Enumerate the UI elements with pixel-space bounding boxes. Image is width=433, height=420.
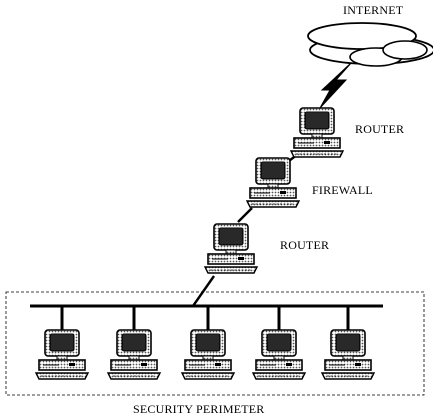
lan-host-1 <box>35 329 89 380</box>
firewall-computer <box>246 157 300 208</box>
security-perimeter-box <box>5 291 425 396</box>
link-router-bottom-to-bus <box>192 275 215 307</box>
label-router-bottom: ROUTER <box>280 238 329 252</box>
lightning-link <box>319 61 353 109</box>
label-firewall: FIREWALL <box>312 183 373 197</box>
label-security-perimeter: SECURITY PERIMETER <box>133 402 265 416</box>
link-firewall-to-router-bottom <box>237 207 253 223</box>
lan-host-3 <box>181 329 235 380</box>
lan-host-5 <box>321 329 375 380</box>
label-router-top: ROUTER <box>355 122 404 136</box>
lan-host-2 <box>107 329 161 380</box>
lan-host-4 <box>252 329 306 380</box>
router-bottom-computer <box>204 223 258 274</box>
router-top-computer <box>290 107 344 158</box>
label-internet: INTERNET <box>343 3 404 17</box>
internet-cloud <box>307 22 433 67</box>
